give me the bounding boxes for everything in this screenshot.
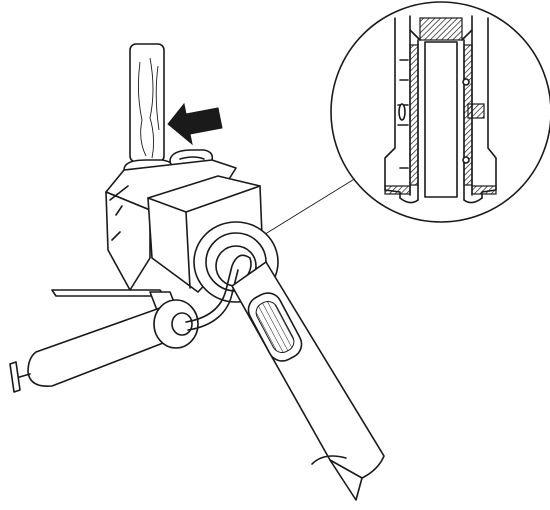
connector-hook (185, 254, 252, 323)
grease-gun (9, 254, 252, 393)
seal-ring (467, 103, 485, 119)
top-plug (419, 17, 463, 41)
nozzle-assembly (193, 221, 279, 303)
detail-leader-line (261, 177, 357, 237)
cartridge-stick (129, 43, 165, 163)
lance-tube (231, 261, 385, 501)
cartridge-body (129, 43, 165, 163)
insert-arrow-icon (167, 102, 223, 146)
grease-gun-handle (9, 361, 21, 393)
lance-body (231, 261, 385, 479)
tool-body (105, 159, 263, 293)
central-bore (424, 41, 458, 198)
lance-tip (329, 459, 363, 501)
detail-callout (330, 1, 550, 223)
